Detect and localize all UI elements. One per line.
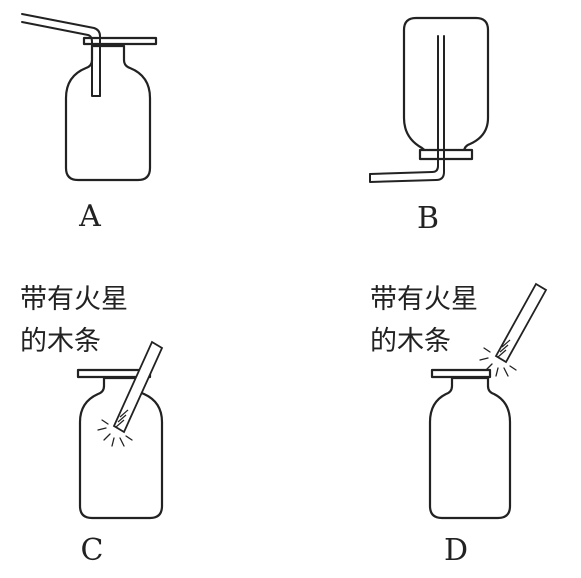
panel-a: A (21, 13, 158, 234)
delivery-tube-b-inner (369, 35, 445, 183)
caption-c-line2: 的木条 (20, 326, 101, 357)
caption-c-line1: 带有火星 (20, 284, 128, 315)
panel-d: 带有火星 的木条 D (370, 282, 548, 568)
panel-label-c: C (81, 533, 104, 568)
caption-d-line1: 带有火星 (370, 284, 478, 315)
spark-c (97, 419, 133, 447)
glowing-splint-c (112, 340, 164, 434)
panel-label-b: B (417, 201, 439, 236)
glowing-splint-d (494, 282, 548, 364)
gas-bottle-c (78, 376, 164, 520)
panel-b: B (369, 16, 490, 236)
caption-d-line2: 的木条 (370, 326, 451, 357)
panel-c: 带有火星 的木条 C (20, 284, 164, 568)
glass-plate-a (82, 36, 158, 46)
inverted-bottle-b (402, 16, 490, 160)
gas-bottle-a (64, 44, 152, 182)
glass-plate-d (430, 368, 492, 379)
delivery-tube-a (21, 13, 101, 97)
delivery-tube-a-inner (21, 21, 101, 97)
panel-label-d: D (444, 533, 468, 568)
panel-label-a: A (78, 199, 101, 234)
gas-bottle-d (428, 376, 512, 520)
bottle-neck-b (418, 148, 474, 161)
spark-d (479, 347, 517, 377)
delivery-tube-b (369, 35, 439, 175)
